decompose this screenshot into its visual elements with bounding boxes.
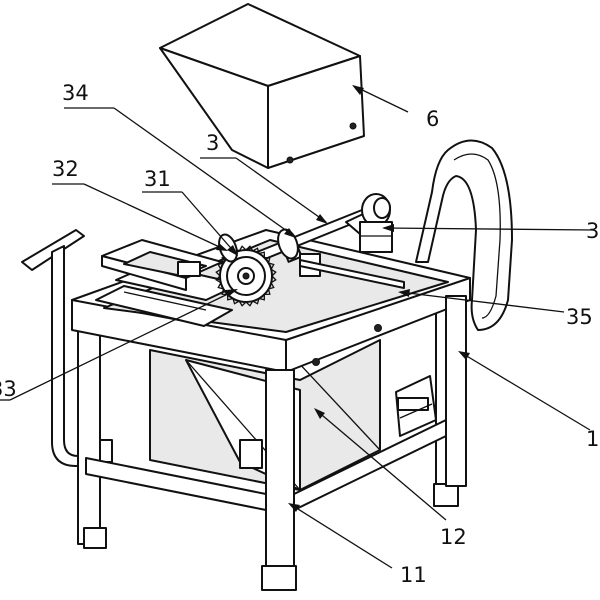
saw-tooth xyxy=(268,262,275,270)
callout-12: 12 xyxy=(440,525,467,549)
callout-35: 35 xyxy=(566,305,593,329)
saw-tooth xyxy=(217,262,224,270)
saw-blade xyxy=(215,245,277,307)
saw-tooth xyxy=(264,288,271,296)
saw-tooth xyxy=(215,275,222,284)
sliding-carriage xyxy=(95,239,241,327)
callout-3: 3 xyxy=(206,131,219,155)
saw-tooth xyxy=(238,245,247,252)
shaft-gears xyxy=(218,228,299,263)
saw-tooth xyxy=(238,300,247,307)
saw-tooth xyxy=(252,247,260,254)
saw-tooth xyxy=(232,298,240,305)
callout-33: 33 xyxy=(0,377,17,401)
feeder-stand xyxy=(21,229,113,467)
callout-34: 34 xyxy=(62,81,89,105)
callout-1: 1 xyxy=(586,427,599,451)
saw-tooth xyxy=(217,282,224,290)
callout-31: 31 xyxy=(144,167,171,191)
callout-3-right: 3 xyxy=(586,219,599,243)
saw-tooth xyxy=(215,268,222,277)
saw-tooth xyxy=(245,245,254,252)
saw-tooth xyxy=(258,251,266,258)
saw-tooth xyxy=(264,256,271,264)
saw-tooth xyxy=(258,294,266,301)
callout-6: 6 xyxy=(426,107,439,131)
saw-tooth xyxy=(268,282,275,290)
callout-11: 11 xyxy=(400,563,427,587)
saw-tooth xyxy=(252,298,260,305)
saw-tooth xyxy=(270,268,277,277)
leader-lines xyxy=(0,85,595,569)
callout-32: 32 xyxy=(52,157,79,181)
saw-tooth xyxy=(270,275,277,284)
callout-labels: 6 34 3 32 31 3 35 33 1 12 11 xyxy=(0,81,599,587)
drive-belt xyxy=(415,139,513,331)
table-front-legs xyxy=(261,295,467,591)
hopper-box xyxy=(159,3,365,169)
motor-assembly xyxy=(395,375,437,437)
saw-tooth xyxy=(245,300,254,307)
